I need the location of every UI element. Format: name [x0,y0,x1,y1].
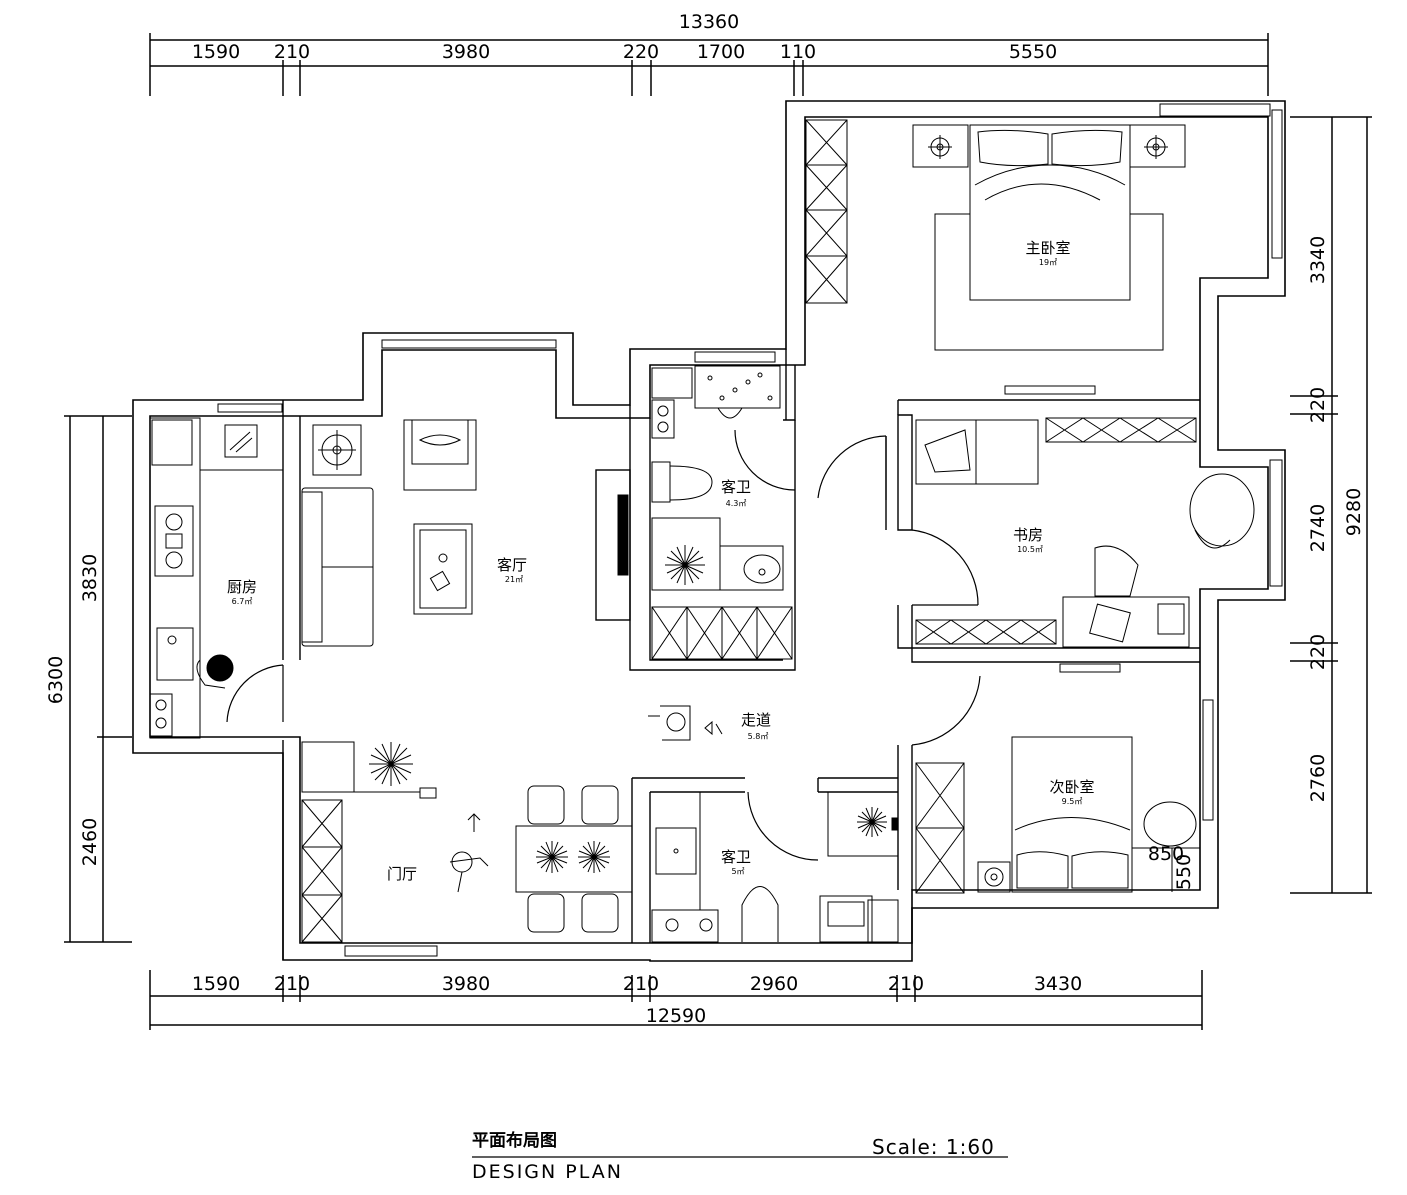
right-seg-3: 2740 [1307,504,1329,552]
kitchen-fixtures [149,417,283,739]
title-en: DESIGN PLAN [472,1161,623,1183]
dimension-labels: 13360 1590 210 3980 220 1700 110 5550 15… [45,11,1365,1027]
top-seg-1: 1590 [192,41,240,63]
living-room-furniture [301,419,631,647]
right-seg-1: 3340 [1307,236,1329,284]
bottom-seg-7: 3430 [1034,973,1082,995]
top-total-label: 13360 [679,11,739,33]
foyer-label: 门厅 [387,865,417,883]
bottom-seg-5: 2960 [750,973,798,995]
bottom-seg-2: 210 [274,973,310,995]
second-bedroom-furniture [915,736,1200,894]
living-room-area: 21㎡ [505,575,523,584]
study-furniture [915,417,1255,648]
left-total-label: 6300 [45,656,67,704]
kitchen-label: 厨房 [227,578,257,596]
top-seg-2: 210 [274,41,310,63]
corridor-figure [648,705,723,741]
master-bedroom-label: 主卧室 [1025,239,1070,257]
bottom-bath-fixtures [651,791,899,943]
guest-bath-bottom-area: 5㎡ [731,867,744,876]
bottom-seg-3: 3980 [442,973,490,995]
bottom-dimension-chain [149,970,1203,1030]
right-dimension-chain [1290,116,1372,894]
bottom-seg-1: 1590 [192,973,240,995]
top-seg-4: 220 [623,41,659,63]
master-bed [912,124,1186,351]
top-seg-5: 1700 [697,41,745,63]
doors [226,429,981,861]
top-bath-fixtures [651,365,793,660]
corridor-label: 走道 [741,711,771,729]
room-labels: 主卧室 19㎡ 书房 10.5㎡ 次卧室 9.5㎡ 客厅 21㎡ 厨房 6.7㎡… [227,239,1095,883]
right-seg-2: 220 [1307,387,1329,423]
left-seg-2: 2460 [79,818,101,866]
bed-detail-depth: 550 [1173,854,1195,890]
master-closet [805,119,848,304]
right-seg-4: 220 [1307,634,1329,670]
master-bedroom-area: 19㎡ [1039,258,1057,267]
corridor-area: 5.8㎡ [748,732,769,741]
title-cn: 平面布局图 [472,1130,557,1151]
bed-detail-width: 850 [1148,843,1184,865]
top-seg-6: 110 [780,41,816,63]
scale-label: Scale: 1:60 [872,1135,995,1159]
top-dimension-chain [149,33,1269,96]
right-seg-5: 2760 [1307,754,1329,802]
top-seg-7: 5550 [1009,41,1057,63]
living-room-label: 客厅 [497,556,527,574]
left-seg-1: 3830 [79,554,101,602]
left-dimension-chain [64,415,132,943]
bottom-seg-6: 210 [888,973,924,995]
study-area: 10.5㎡ [1017,545,1043,554]
second-bedroom-area: 9.5㎡ [1062,797,1083,806]
study-label: 书房 [1013,526,1043,544]
top-seg-3: 3980 [442,41,490,63]
guest-bath-bottom-label: 客卫 [721,848,751,866]
windows [217,103,1283,957]
second-bedroom-label: 次卧室 [1049,778,1094,796]
plants [369,545,887,873]
foyer-dining-furniture [301,741,633,943]
kitchen-area: 6.7㎡ [232,597,253,606]
guest-bath-top-area: 4.3㎡ [726,499,747,508]
title-block: 平面布局图 DESIGN PLAN Scale: 1:60 [472,1130,995,1183]
right-total-label: 9280 [1343,488,1365,536]
guest-bath-top-label: 客卫 [721,478,751,496]
bottom-seg-4: 210 [623,973,659,995]
bottom-total-label: 12590 [646,1005,706,1027]
